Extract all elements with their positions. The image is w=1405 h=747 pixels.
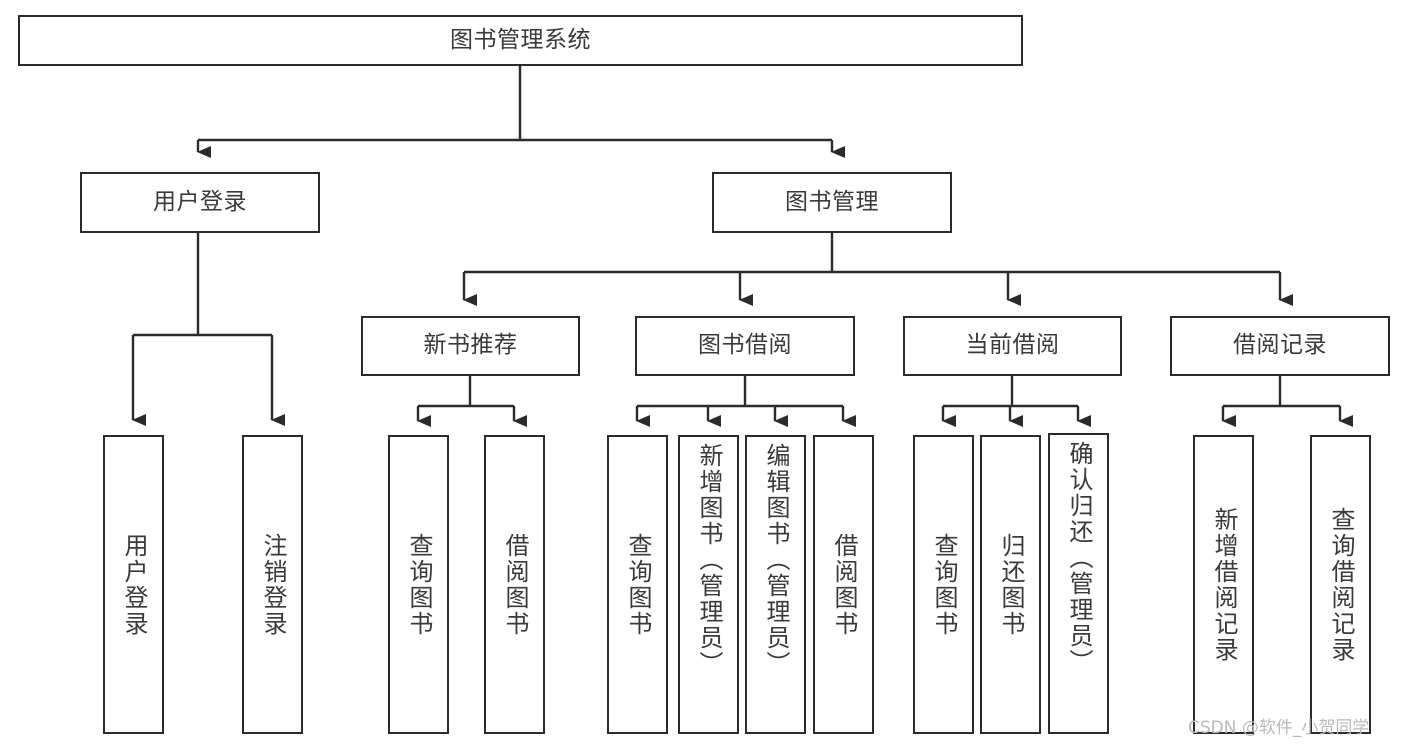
node-book-borrow[interactable]: 图书借阅	[635, 316, 855, 376]
leaf-recommend-borrow-book[interactable]: 借阅图书	[484, 435, 545, 734]
node-label: 图书借阅	[698, 332, 792, 359]
node-root-system[interactable]: 图书管理系统	[18, 15, 1023, 66]
leaf-record-query-record[interactable]: 查询借阅记录	[1310, 435, 1371, 734]
leaf-borrow-edit-book[interactable]: 编辑图书（管理员）	[745, 435, 806, 734]
node-label: 用户登录	[119, 532, 148, 637]
leaf-user-login[interactable]: 用户登录	[103, 435, 164, 734]
node-current-borrow[interactable]: 当前借阅	[903, 316, 1122, 376]
node-new-book-recommend[interactable]: 新书推荐	[361, 316, 580, 376]
node-label: 确认归还（管理员）	[1064, 441, 1093, 675]
node-label: 新增图书（管理员）	[694, 443, 723, 677]
node-label: 归还图书	[996, 532, 1025, 637]
node-label: 借阅图书	[500, 532, 529, 637]
node-borrow-record[interactable]: 借阅记录	[1170, 316, 1390, 376]
leaf-record-add-record[interactable]: 新增借阅记录	[1193, 435, 1254, 734]
leaf-current-return-book[interactable]: 归还图书	[980, 435, 1041, 734]
node-label: 当前借阅	[965, 332, 1060, 359]
node-label: 图书管理系统	[450, 26, 591, 53]
node-label: 新增借阅记录	[1209, 506, 1238, 663]
node-label: 查询图书	[929, 532, 958, 637]
node-user-login[interactable]: 用户登录	[80, 172, 320, 233]
node-label: 查询图书	[404, 532, 433, 637]
node-label: 新书推荐	[423, 332, 518, 359]
leaf-current-confirm-return[interactable]: 确认归还（管理员）	[1048, 433, 1109, 734]
node-label: 借阅图书	[829, 532, 858, 637]
leaf-borrow-borrow-book[interactable]: 借阅图书	[813, 435, 874, 734]
node-label: 查询借阅记录	[1326, 506, 1355, 663]
node-book-management[interactable]: 图书管理	[712, 172, 952, 233]
leaf-current-query-book[interactable]: 查询图书	[913, 435, 974, 734]
leaf-user-logout[interactable]: 注销登录	[242, 435, 303, 734]
leaf-recommend-query-book[interactable]: 查询图书	[388, 435, 449, 734]
node-label: 用户登录	[153, 188, 247, 215]
node-label: 图书管理	[785, 188, 879, 215]
node-label: 查询图书	[623, 532, 652, 637]
leaf-borrow-add-book[interactable]: 新增图书（管理员）	[678, 435, 739, 734]
node-label: 借阅记录	[1233, 332, 1327, 359]
leaf-borrow-query-book[interactable]: 查询图书	[607, 435, 668, 734]
node-label: 编辑图书（管理员）	[761, 443, 790, 677]
node-label: 注销登录	[258, 532, 287, 637]
